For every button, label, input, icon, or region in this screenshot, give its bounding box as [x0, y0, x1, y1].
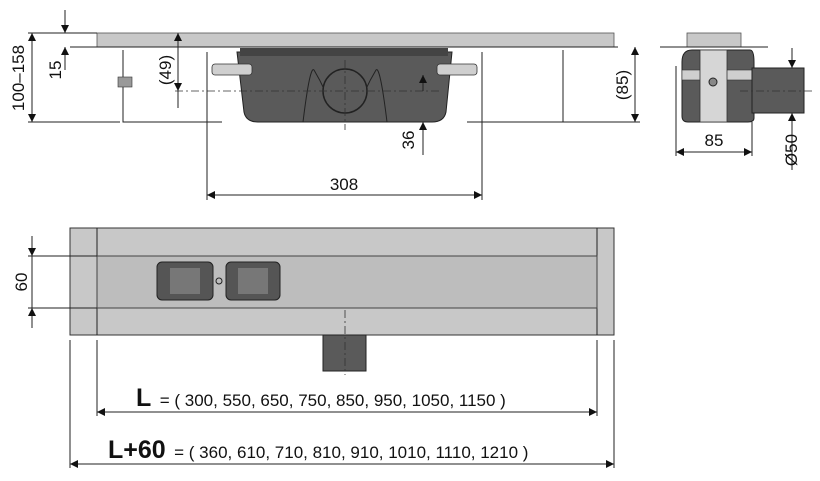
side-view: 85 Ø50 [660, 32, 812, 170]
outlet-circle [322, 68, 368, 114]
dim-side-width: 85 [705, 131, 724, 150]
dim-outlet-diameter: Ø50 [782, 134, 801, 166]
left-bracket [122, 50, 222, 123]
outlet-stub [322, 334, 367, 372]
plan-view: 60 L = ( 300, 550, 650, 750, 850, 950, 1… [12, 227, 615, 468]
grate-plate [96, 32, 615, 48]
outlet-pipe [751, 67, 805, 114]
dim-outlet-offset: 36 [399, 131, 418, 150]
left-flange [211, 63, 253, 76]
dim-frame-height: (85) [613, 70, 632, 100]
dim-height-range: 100–158 [9, 45, 28, 111]
right-bracket [467, 50, 564, 123]
dim-grate-thickness: 15 [46, 61, 65, 80]
dim-channel-width: 60 [12, 273, 31, 292]
length-L60: L+60 = ( 360, 610, 710, 810, 910, 1010, … [108, 436, 528, 464]
bolt-icon [117, 76, 133, 88]
right-flange [436, 63, 478, 76]
dim-body-width: 308 [330, 175, 358, 194]
length-L: L = ( 300, 550, 650, 750, 850, 950, 1050… [136, 384, 506, 412]
front-view: 100–158 15 (49) 36 308 (85) [9, 10, 640, 200]
dim-outlet-height: (49) [156, 55, 175, 85]
body-rim [240, 48, 448, 56]
